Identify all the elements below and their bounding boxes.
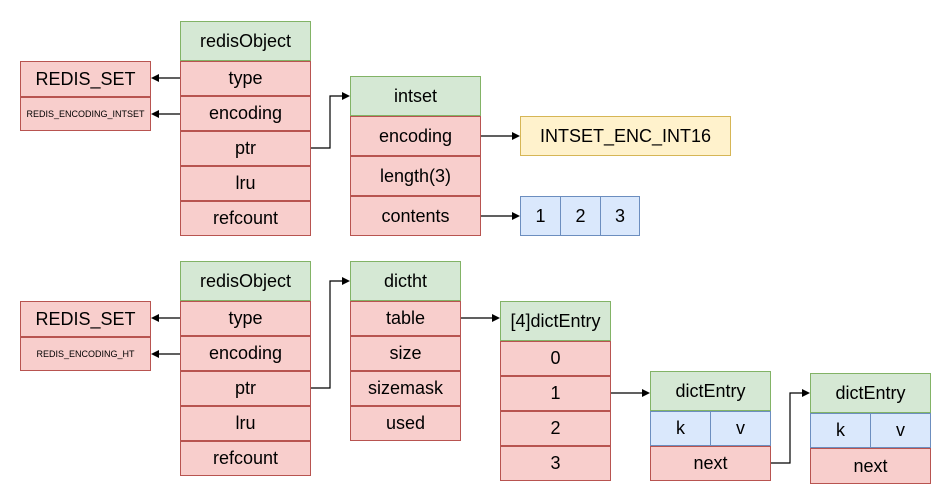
field-refcount: refcount	[180, 441, 311, 476]
dictht-field-size: size	[350, 336, 461, 371]
arrow-ptr-to-dictht	[311, 277, 350, 389]
table-header: [4]dictEntry	[500, 301, 611, 341]
intset-header: intset	[350, 76, 481, 116]
dict-entry-next: next	[810, 448, 931, 484]
arrow-encoding-to-label	[151, 110, 180, 118]
field-encoding: encoding	[180, 96, 311, 131]
arrow-encoding-to-label	[151, 350, 180, 358]
dict-entry-key: k	[650, 411, 711, 446]
redis-object-header: redisObject	[180, 21, 311, 61]
field-lru: lru	[180, 406, 311, 441]
dict-entry-next: next	[650, 446, 771, 481]
arrow-next-to-dict-entry	[771, 389, 810, 464]
intset-encoding-value: INTSET_ENC_INT16	[520, 116, 731, 156]
contents-cell: 3	[600, 196, 640, 236]
table-slot: 3	[500, 446, 611, 481]
arrow-contents-to-array	[481, 212, 520, 220]
type-label-box: REDIS_SET	[20, 61, 151, 97]
dictht-header: dictht	[350, 261, 461, 301]
arrow-type-to-label	[151, 74, 180, 82]
field-refcount: refcount	[180, 201, 311, 236]
dict-entry-header: dictEntry	[650, 371, 771, 411]
dictht-field-table: table	[350, 301, 461, 336]
field-encoding: encoding	[180, 336, 311, 371]
intset-field-length: length(3)	[350, 156, 481, 196]
dict-entry-key: k	[810, 413, 871, 448]
field-type: type	[180, 301, 311, 336]
table-slot: 1	[500, 376, 611, 411]
encoding-label-box: REDIS_ENCODING_HT	[20, 337, 151, 371]
redis-object-header: redisObject	[180, 261, 311, 301]
arrow-type-to-label	[151, 314, 180, 322]
dictht-field-sizemask: sizemask	[350, 371, 461, 406]
dict-entry-value: v	[710, 411, 771, 446]
field-type: type	[180, 61, 311, 96]
field-lru: lru	[180, 166, 311, 201]
type-label-box: REDIS_SET	[20, 301, 151, 337]
arrow-slot-to-dict-entry	[611, 389, 650, 397]
field-ptr: ptr	[180, 131, 311, 166]
arrow-ptr-to-intset	[311, 92, 350, 149]
dict-entry-value: v	[870, 413, 931, 448]
dictht-field-used: used	[350, 406, 461, 441]
dict-entry-header: dictEntry	[810, 373, 931, 413]
field-ptr: ptr	[180, 371, 311, 406]
table-slot: 0	[500, 341, 611, 376]
contents-cell: 1	[520, 196, 561, 236]
encoding-label-box: REDIS_ENCODING_INTSET	[20, 97, 151, 131]
arrow-table-to-entries	[461, 314, 500, 322]
intset-field-encoding: encoding	[350, 116, 481, 156]
contents-cell: 2	[560, 196, 601, 236]
intset-field-contents: contents	[350, 196, 481, 236]
table-slot: 2	[500, 411, 611, 446]
arrow-encoding-to-enc-int16	[481, 132, 520, 140]
